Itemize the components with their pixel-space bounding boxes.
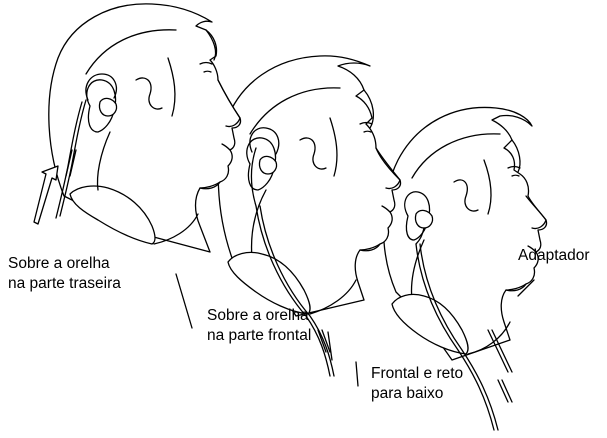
head2-mouth (382, 206, 390, 212)
head-behind-ear-back (34, 4, 241, 252)
label-adapter: Adaptador (518, 246, 590, 266)
head2-cheek (330, 118, 337, 176)
head3-nose (526, 196, 546, 229)
label-straight-down-line-2: para baixo (371, 385, 444, 402)
head3-adapter (488, 330, 512, 372)
head2-neck (252, 190, 266, 258)
label-behind-ear-back-line-1: Sobre a orelha (8, 255, 110, 272)
head2-cable (256, 206, 330, 376)
label-adapter-text: Adaptador (518, 247, 590, 264)
head3-chin (506, 284, 526, 290)
head3-face-profile (512, 140, 520, 172)
head3-sideburn (454, 180, 478, 211)
head-behind-ear-front (218, 56, 400, 376)
head1-earhook (86, 74, 116, 100)
label-behind-ear-back: Sobre a orelha na parte traseira (8, 254, 121, 294)
head1-cable (60, 100, 86, 216)
head3-hairline (412, 134, 500, 178)
head1-chin (200, 182, 220, 188)
head3-cheek (484, 160, 491, 214)
label-straight-down: Frontal e reto para baixo (371, 364, 463, 404)
head2-eye (364, 131, 371, 132)
head2-collar (228, 252, 310, 314)
label-behind-ear-front: Sobre a orelha na parte frontal (207, 306, 311, 346)
head1-nose (218, 80, 240, 127)
head3-cable (416, 244, 494, 430)
label-behind-ear-front-line-1: Sobre a orelha (207, 307, 309, 324)
head2-hair (218, 56, 400, 316)
head1-cheek (168, 58, 175, 116)
head1-eye (204, 71, 211, 72)
head1-routing-arrow (34, 166, 58, 224)
head3-eye (512, 175, 519, 176)
leader-line-straight (356, 362, 358, 386)
head3-eyebrow (508, 167, 520, 169)
head2-hairline (250, 88, 340, 134)
head1-mouth (222, 144, 230, 150)
head1-eyebrow (200, 63, 212, 65)
head3-collar (392, 294, 468, 354)
head2-sideburn (300, 138, 326, 169)
head-straight-down (383, 107, 546, 430)
head1-hairline (86, 30, 176, 74)
head2-nose (376, 148, 400, 189)
head2-face-profile (364, 90, 373, 128)
head2-earhook (250, 128, 279, 154)
label-straight-down-line-1: Frontal e reto (371, 365, 464, 382)
head2-chin (360, 244, 380, 250)
leader-line-front (328, 332, 332, 360)
label-behind-ear-front-line-2: na parte frontal (207, 327, 312, 344)
head3-mouth (528, 246, 536, 252)
leader-line-back (176, 274, 192, 328)
head2-earbud (259, 156, 276, 174)
leader-line-adapter (518, 280, 534, 296)
head1-sideburn (136, 78, 162, 109)
head1-earbud (99, 98, 116, 116)
head1-collar (70, 186, 155, 244)
head3-earbud (415, 210, 432, 228)
head1-face-profile (206, 30, 216, 60)
head2-eyebrow (360, 123, 372, 125)
label-behind-ear-back-line-2: na parte traseira (8, 275, 121, 292)
